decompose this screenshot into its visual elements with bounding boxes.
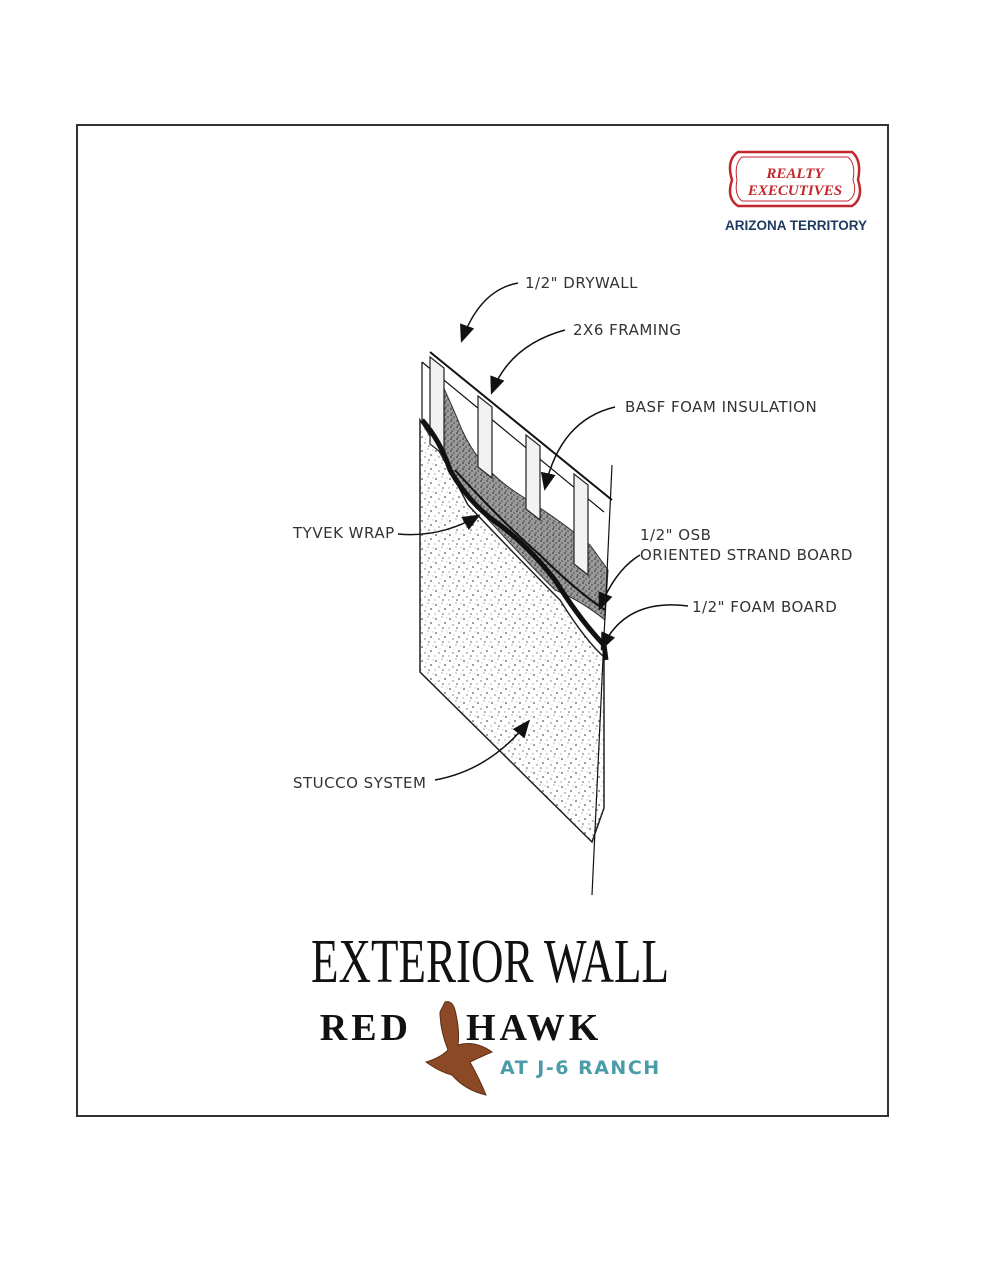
realty-executives-logo: REALTY EXECUTIVES ARIZONA TERRITORY: [725, 150, 867, 233]
page-title: EXTERIOR WALL: [311, 928, 669, 996]
leader-arrows: [397, 282, 689, 781]
stud: [525, 433, 541, 522]
callout-labels: 1/2" DRYWALL 2X6 FRAMING BASF FOAM INSUL…: [292, 274, 853, 792]
label-stucco: STUCCO SYSTEM: [293, 774, 426, 792]
brand-name-line1: REALTY: [765, 166, 825, 182]
tyvek-wrap-line: [420, 418, 609, 661]
label-osb-line2: ORIENTED STRAND BOARD: [640, 546, 853, 564]
label-foam-board: 1/2" FOAM BOARD: [692, 598, 837, 616]
brand-region: ARIZONA TERRITORY: [725, 218, 867, 233]
label-osb-line1: 1/2" OSB: [640, 526, 711, 544]
hawk-icon: [424, 1001, 494, 1096]
wall-assembly: [419, 351, 613, 896]
community-name-right: HAWK: [466, 1007, 602, 1049]
page-frame: [76, 124, 889, 1117]
brand-name-line2: EXECUTIVES: [747, 183, 842, 199]
community-name-left: RED: [320, 1007, 412, 1049]
label-tyvek: TYVEK WRAP: [292, 524, 395, 542]
stud: [477, 394, 493, 480]
label-framing: 2X6 FRAMING: [573, 321, 682, 339]
label-drywall: 1/2" DRYWALL: [525, 274, 638, 292]
red-hawk-logo: RED HAWK AT J-6 RANCH: [320, 1001, 661, 1096]
community-subtitle: AT J-6 RANCH: [500, 1057, 661, 1079]
label-insulation: BASF FOAM INSULATION: [625, 398, 817, 416]
stud: [573, 472, 589, 577]
